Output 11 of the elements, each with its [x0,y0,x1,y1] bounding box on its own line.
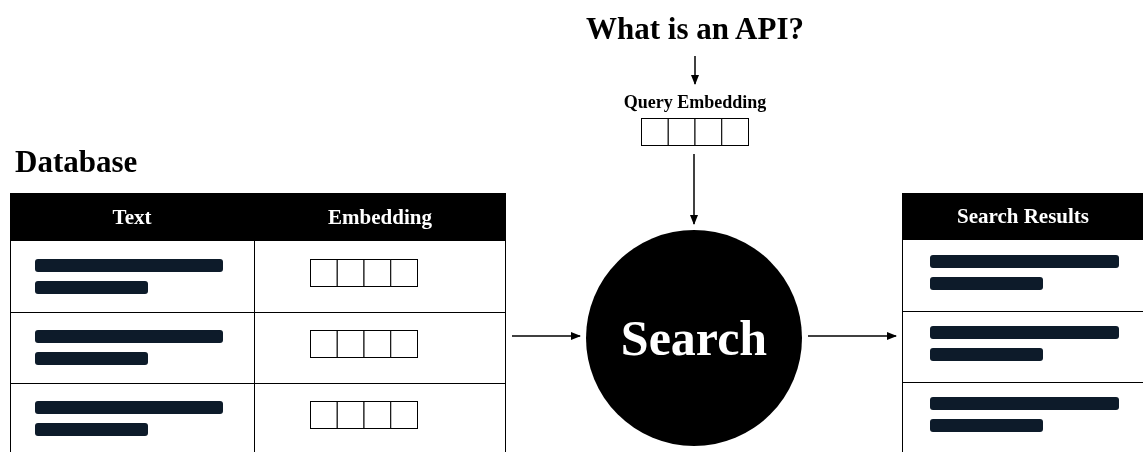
table-header-bar: Search Results [902,193,1143,240]
table-title: Database [15,143,138,181]
arrow [690,153,698,225]
question-text: What is an API? [560,8,830,50]
column-header: Embedding [327,204,433,231]
search-circle: Search [586,230,802,446]
arrow [511,332,581,340]
column-header: Text [111,204,153,231]
caption-text: Query Embedding [622,91,768,114]
arrow [807,332,897,340]
arrow [691,55,699,85]
